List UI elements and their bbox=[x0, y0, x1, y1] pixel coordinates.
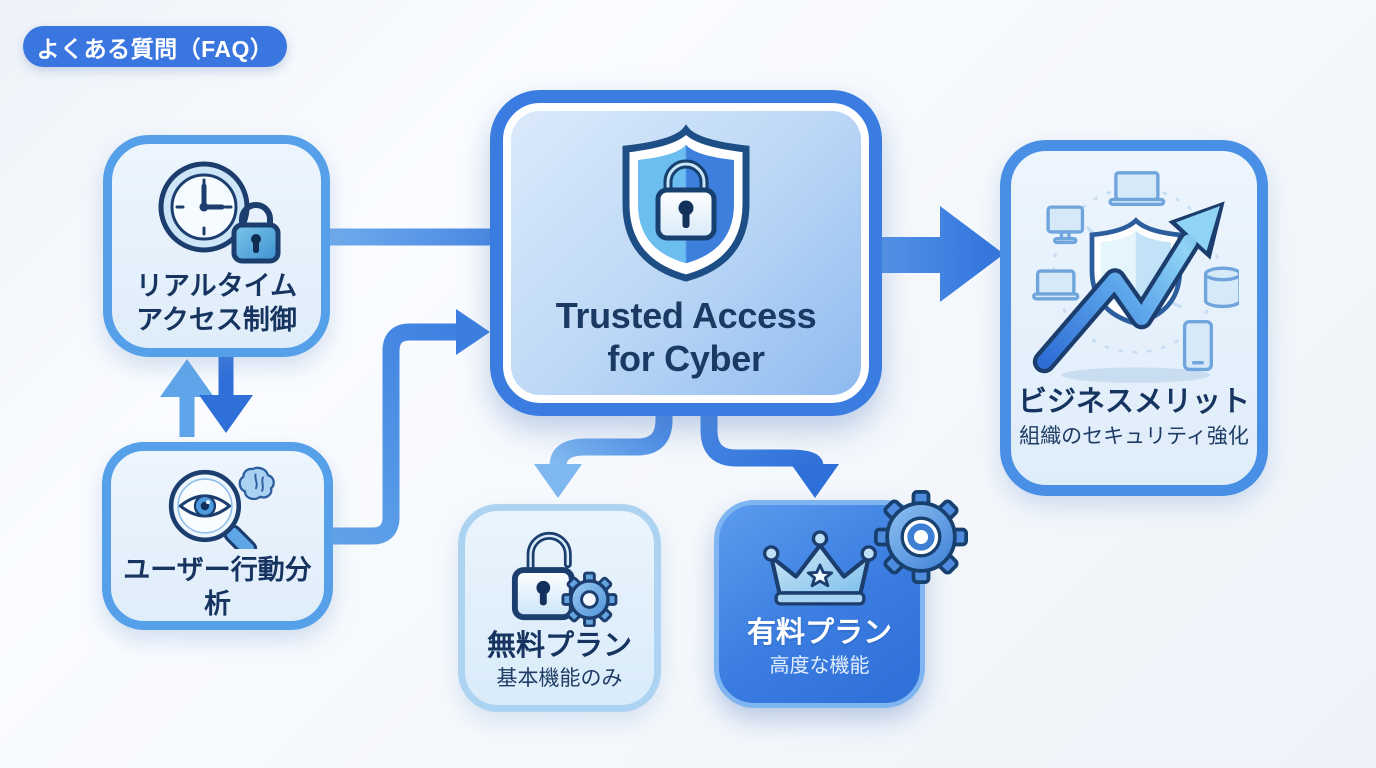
product-title-line2: for Cyber bbox=[607, 338, 765, 379]
node-user-behavior-analysis: ユーザー行動分析 bbox=[102, 442, 333, 630]
paid-plan-title: 有料プラン bbox=[746, 617, 892, 649]
unlocked-padlock-gear-icon bbox=[511, 531, 617, 627]
paid-plan-subtitle: 高度な機能 bbox=[769, 655, 870, 677]
free-plan-subtitle: 基本機能のみ bbox=[496, 667, 623, 690]
arrow-realtime-to-behavior bbox=[199, 355, 253, 433]
node-paid-plan: 有料プラン 高度な機能 bbox=[714, 500, 925, 708]
node-free-plan: 無料プラン 基本機能のみ bbox=[458, 504, 661, 712]
behavior-label: ユーザー行動分析 bbox=[123, 555, 312, 619]
crown-icon bbox=[762, 530, 877, 606]
free-plan-title: 無料プラン bbox=[486, 630, 632, 662]
realtime-label-line1: リアルタイム bbox=[135, 271, 298, 301]
gear-icon bbox=[874, 490, 968, 584]
product-title-line1: Trusted Access bbox=[555, 295, 817, 336]
arrow-behavior-to-realtime bbox=[160, 359, 214, 437]
arrow-product-to-paid-plan bbox=[700, 402, 839, 498]
shield-lock-icon bbox=[622, 124, 750, 282]
faq-badge-label: よくある質問（FAQ） bbox=[36, 35, 274, 62]
node-business-merit: ビジネスメリット 組織のセキュリティ強化 bbox=[1000, 140, 1268, 496]
growth-shield-network-icon bbox=[1032, 171, 1239, 383]
realtime-label-line2: アクセス制御 bbox=[136, 305, 297, 335]
arrow-product-to-free-plan bbox=[534, 402, 673, 498]
magnifier-eye-brain-icon bbox=[168, 466, 275, 549]
clock-lock-icon bbox=[158, 161, 280, 264]
arrow-behavior-to-product bbox=[330, 309, 490, 545]
benefit-title: ビジネスメリット bbox=[1017, 386, 1250, 418]
benefit-subtitle: 組織のセキュリティ強化 bbox=[1019, 425, 1249, 448]
node-trusted-access-for-cyber: Trusted Access for Cyber bbox=[490, 90, 882, 416]
node-realtime-access-control: リアルタイム アクセス制御 bbox=[103, 135, 330, 357]
arrow-product-to-benefit bbox=[878, 206, 1004, 302]
faq-badge: よくある質問（FAQ） bbox=[23, 26, 287, 67]
